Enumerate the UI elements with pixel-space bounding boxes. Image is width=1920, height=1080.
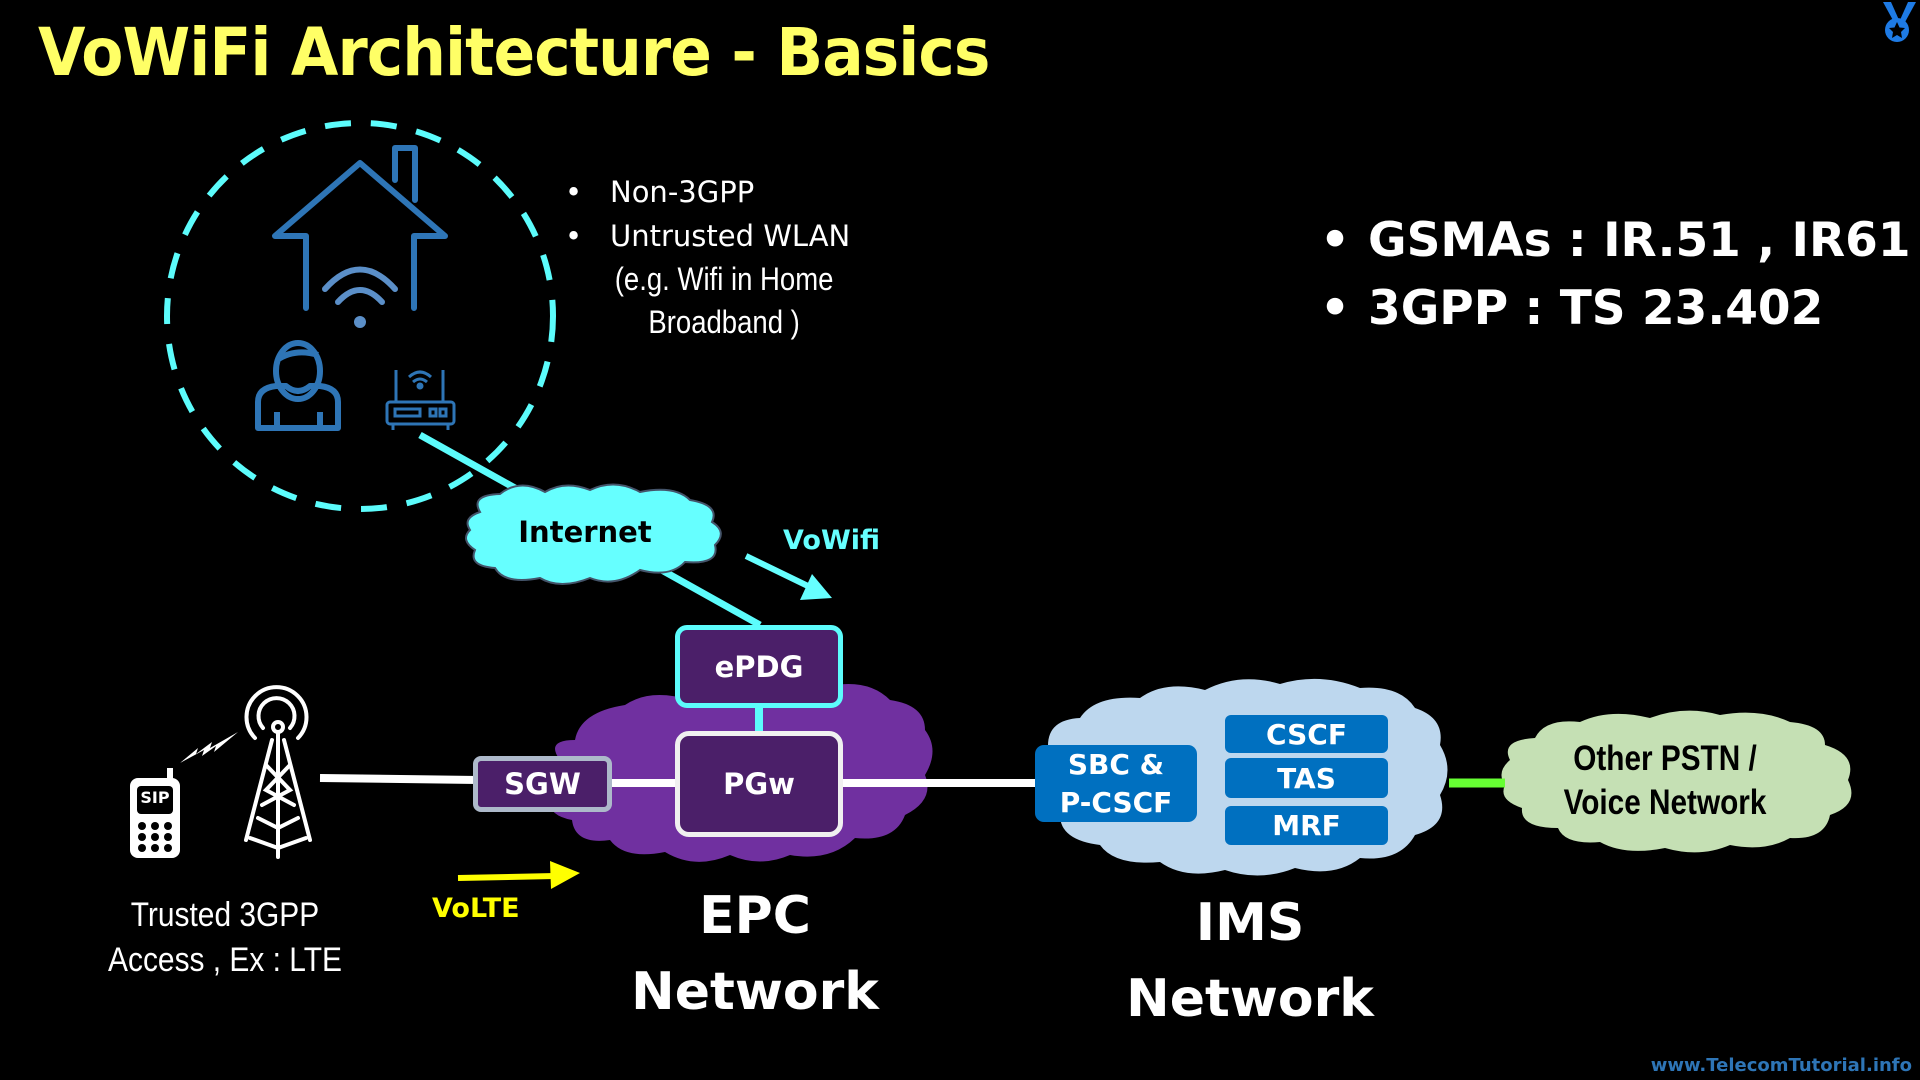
sgw-node: SGW: [473, 756, 612, 812]
bullet-dot: •: [1320, 213, 1351, 268]
user-icon: [255, 340, 341, 431]
home-access-bullets: •Non-3GPP •Untrusted WLAN (e.g. Wifi in …: [565, 170, 885, 344]
sip-phone-icon: [130, 768, 180, 858]
volte-arrow: [457, 861, 580, 889]
medal-icon: [1883, 2, 1916, 42]
house-wifi-icon: [272, 145, 448, 328]
bullet-dot: •: [1320, 281, 1351, 336]
bullet-item: •3GPP : TS 23.402: [1320, 275, 1911, 343]
internet-cloud: [465, 483, 722, 585]
bullet-item: •GSMAs : IR.51 , IR61: [1320, 207, 1911, 275]
wifi-router-icon: [385, 370, 456, 430]
vowifi-label: VoWifi: [783, 525, 881, 556]
page-title: VoWiFi Architecture - Basics: [38, 14, 990, 91]
trusted-access-label: Trusted 3GPP Access , Ex : LTE: [108, 896, 342, 979]
volte-label: VoLTE: [432, 893, 520, 924]
bullet-dot: •: [565, 175, 583, 209]
sip-label: SIP: [140, 788, 170, 807]
home-network-boundary: [164, 120, 556, 512]
mrf-node: MRF: [1225, 806, 1388, 845]
radio-signal-icon: [180, 732, 238, 763]
ims-network-label: IMS Network: [1126, 893, 1374, 1029]
footer-url: www.TelecomTutorial.info: [1650, 1055, 1912, 1076]
standards-bullets: •GSMAs : IR.51 , IR61 •3GPP : TS 23.402: [1320, 207, 1911, 343]
pstn-cloud: [1501, 710, 1852, 853]
bullet-dot: •: [565, 219, 583, 253]
epdg-node: ePDG: [675, 625, 843, 708]
pgw-node: PGw: [675, 731, 843, 837]
home-access-note: (e.g. Wifi in Home Broadband ): [614, 261, 834, 340]
pstn-network-label: Other PSTN / Voice Network: [1563, 739, 1767, 822]
bullet-item: •Untrusted WLAN: [565, 214, 885, 258]
sbc-pcscf-node: SBC & P-CSCF: [1035, 745, 1197, 822]
cscf-node: CSCF: [1225, 715, 1388, 753]
epc-network-label: EPC Network: [631, 886, 879, 1022]
internet-label: Internet: [518, 515, 652, 549]
vowifi-arrow: [744, 553, 832, 600]
bullet-item: •Non-3GPP: [565, 170, 885, 214]
lte-link: [319, 774, 479, 784]
cell-tower-icon: [244, 685, 312, 859]
tas-node: TAS: [1225, 758, 1388, 798]
